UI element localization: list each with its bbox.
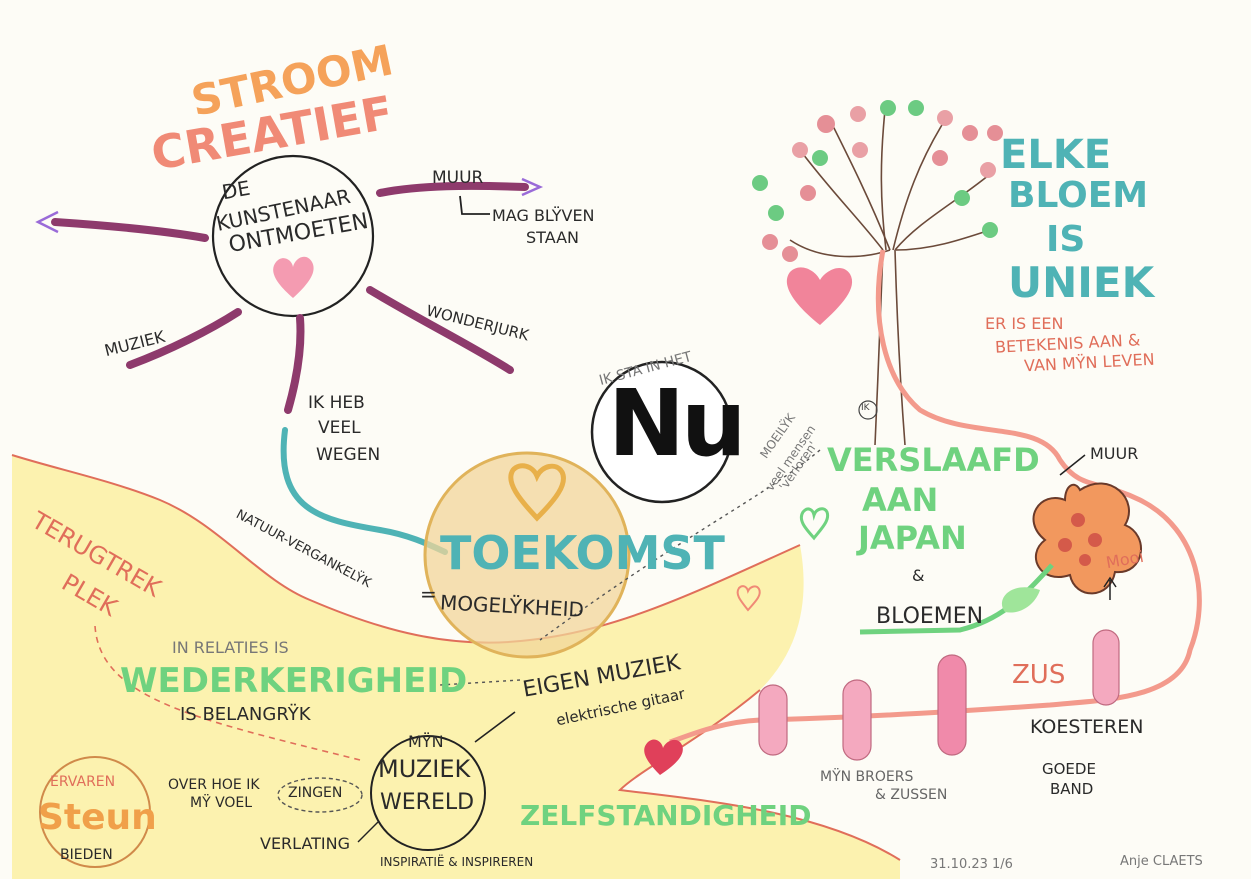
family-siblings-2: & ZUSSEN (875, 787, 948, 803)
sibling-figures (758, 629, 1120, 761)
family-koesteren: KOESTEREN (1030, 716, 1144, 738)
sun-center-line-1: DE (220, 175, 252, 205)
japan-line-2: AAN (862, 481, 939, 519)
ray-label-wegen-3: WEGEN (316, 445, 381, 465)
flower-label-muur: MUUR (1090, 444, 1139, 463)
relations-pre: IN RELATIES IS (172, 638, 289, 657)
heart-icon (508, 463, 566, 522)
japan-line-4: BLOEMEN (876, 604, 984, 629)
future-circle (423, 451, 631, 659)
ray-label-wegen-1: IK HEB (308, 393, 365, 413)
music-over-2: MŸ VOEL (190, 795, 253, 811)
yellow-landscape (12, 455, 900, 879)
heart-icon (273, 256, 314, 298)
ray-label-muur-sub-1: MAG BLŸVEN (492, 206, 595, 225)
music-circle-1: MŸN (408, 732, 444, 751)
relations-main: WEDERKERIGHEID (120, 661, 468, 701)
ray-label-muur: MUUR (432, 168, 484, 188)
flower-icon (859, 454, 1142, 635)
music-circle-2: MUZIEK (378, 755, 471, 783)
sun-diagram-icon (35, 154, 544, 414)
future-title: TOEKOMST (440, 526, 725, 580)
japan-ampersand: & (912, 566, 925, 585)
heart-icon (644, 739, 683, 775)
family-goede-2: BAND (1050, 780, 1094, 798)
tree-trunk-mark: IK (861, 403, 870, 413)
footer-date: 31.10.23 1/6 (930, 857, 1013, 872)
ray-label-wegen-2: VEEL (318, 418, 361, 438)
music-over-1: OVER HOE IK (168, 777, 260, 793)
music-verlating: VERLATING (260, 834, 351, 853)
family-goede-1: GOEDE (1042, 760, 1096, 778)
music-zingen: ZINGEN (288, 785, 343, 801)
japan-line-1: VERSLAAFD (827, 441, 1040, 479)
tree-blossoms (752, 100, 1003, 262)
music-inspiratie: INSPIRATIË & INSPIREREN (380, 855, 534, 869)
ray-label-muur-sub-2: STAAN (526, 228, 579, 247)
steun-top: ERVAREN (50, 774, 116, 790)
landscape-outline (11, 454, 801, 644)
family-zus: ZUS (1012, 660, 1066, 690)
music-circle-3: WERELD (380, 790, 475, 815)
heart-icon (799, 507, 830, 541)
landscape-outline-lower (617, 689, 901, 861)
steun-bottom: BIEDEN (60, 847, 113, 863)
footer-author: Anje CLAETS (1120, 854, 1203, 869)
now-word: Nu (608, 370, 746, 477)
tree-heading-4: UNIEK (1008, 258, 1155, 307)
equals-sign: = (420, 582, 437, 606)
japan-line-3: JAPAN (858, 519, 967, 557)
heart-icon (736, 585, 761, 612)
steun-main: Steun (38, 797, 157, 838)
tree-sub-1: ER IS EEN (985, 314, 1064, 333)
family-siblings-1: MŸN BROERS (820, 769, 914, 785)
independence-label: ZELFSTANDIGHEID (520, 799, 812, 832)
relations-post: IS BELANGRŸK (180, 704, 311, 725)
tree-heading-3: IS (1046, 219, 1086, 260)
tree-icon (789, 109, 996, 446)
heart-icon (786, 267, 853, 325)
tree-heading-2: BLOEM (1008, 175, 1149, 216)
tree-heading-1: ELKE (1000, 132, 1112, 178)
